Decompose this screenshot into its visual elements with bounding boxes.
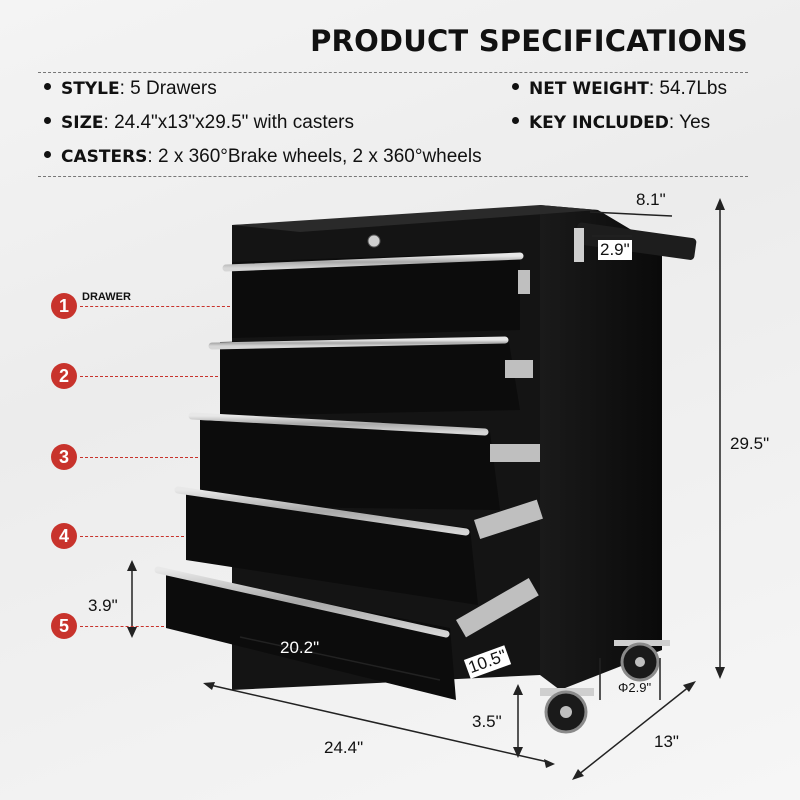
spec-key: CASTERS <box>61 147 148 167</box>
spec-key: SIZE <box>61 113 104 133</box>
leader-line <box>80 306 230 307</box>
spec-key: STYLE <box>61 79 120 99</box>
drawer-number-2: 2 <box>51 363 77 389</box>
leader-line <box>80 626 164 627</box>
depth-label: 13" <box>654 732 679 751</box>
caster-height-label: 3.5" <box>472 712 502 731</box>
leader-line <box>80 376 218 377</box>
dimension-lines <box>131 205 721 776</box>
divider <box>38 176 748 177</box>
spec-value: : Yes <box>668 112 711 133</box>
spec-value: : 2 x 360°Brake wheels, 2 x 360°wheels <box>147 146 482 167</box>
leader-line <box>80 536 184 537</box>
spec-style: STYLE: 5 Drawers <box>44 78 217 100</box>
drawer-height-label: 3.9" <box>88 596 118 615</box>
spec-value: : 24.4"x13"x29.5" with casters <box>103 112 354 133</box>
spec-key: NET WEIGHT <box>529 79 649 99</box>
drawer-number-3: 3 <box>51 444 77 470</box>
divider <box>38 72 748 73</box>
lock-icon <box>367 234 381 248</box>
drawer-number-1: 1 <box>51 293 77 319</box>
spec-weight: NET WEIGHT: 54.7Lbs <box>512 78 727 100</box>
drawer-3 <box>188 412 540 510</box>
spec-value: : 5 Drawers <box>119 78 217 99</box>
wheel-diameter-label: Φ2.9" <box>618 680 652 695</box>
leader-line <box>80 457 198 458</box>
caster-rear <box>614 640 670 682</box>
drawer-number-4: 4 <box>51 523 77 549</box>
page-title: PRODUCT SPECIFICATIONS <box>310 24 748 58</box>
drawer-number-5: 5 <box>51 613 77 639</box>
handle-depth-label: 2.9" <box>598 240 632 260</box>
caster-front <box>540 688 594 734</box>
handle-length-label: 8.1" <box>636 190 666 209</box>
bullet-icon <box>44 117 51 125</box>
spec-casters: CASTERS: 2 x 360°Brake wheels, 2 x 360°w… <box>44 146 482 168</box>
drawer-width-label: 20.2" <box>280 638 320 657</box>
spec-size: SIZE: 24.4"x13"x29.5" with casters <box>44 112 354 134</box>
bullet-icon <box>512 83 519 91</box>
drawer-4 <box>174 486 543 605</box>
bullet-icon <box>512 117 519 125</box>
drawer-2 <box>208 336 533 416</box>
dimension-arrowheads <box>127 198 725 780</box>
spec-value: : 54.7Lbs <box>648 78 727 99</box>
width-label: 24.4" <box>324 738 364 757</box>
bullet-icon <box>44 151 51 159</box>
bullet-icon <box>44 83 51 91</box>
spec-key-included: KEY INCLUDED: Yes <box>512 112 710 134</box>
spec-key: KEY INCLUDED <box>529 113 669 133</box>
drawer-label: DRAWER <box>82 291 131 303</box>
height-label: 29.5" <box>730 434 770 453</box>
drawer-1 <box>222 252 530 338</box>
side-handle <box>575 222 697 260</box>
